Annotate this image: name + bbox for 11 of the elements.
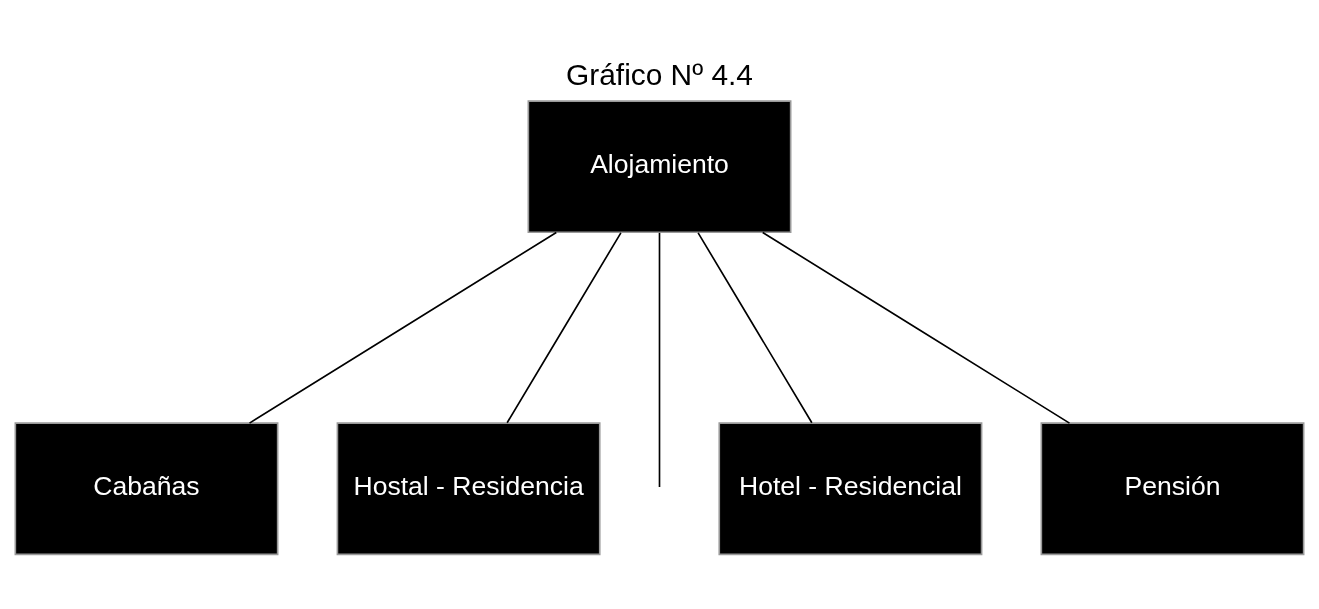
connector bbox=[248, 231, 558, 424]
node-box: Alojamiento bbox=[527, 100, 792, 234]
node-box: Hostal - Residencia bbox=[336, 422, 601, 556]
node-box: Hotel - Residencial bbox=[718, 422, 983, 556]
connector bbox=[658, 232, 661, 488]
diagram-title: Gráfico Nº 4.4 bbox=[566, 58, 753, 92]
connector bbox=[697, 232, 813, 424]
node-box: Pensión bbox=[1040, 422, 1305, 556]
connector bbox=[506, 232, 622, 424]
connector bbox=[761, 231, 1071, 424]
node-box: Cabañas bbox=[14, 422, 279, 556]
